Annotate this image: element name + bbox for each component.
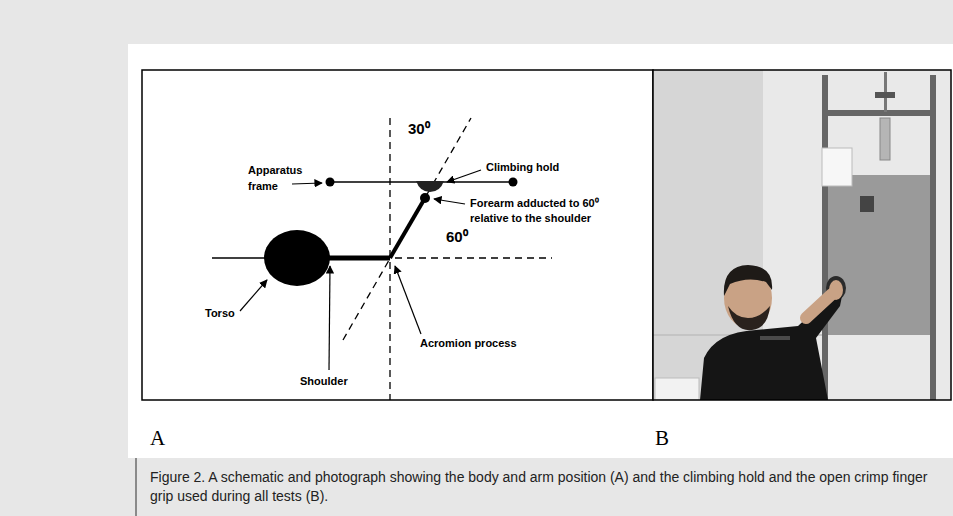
hair [724,265,772,296]
diagonal-reference [343,118,471,340]
panel-frame [142,70,653,400]
figure-ground [128,44,953,458]
part-label: Torso [205,306,235,320]
caption-rule [135,458,137,516]
forearm-segment [390,198,425,258]
frame-end [326,178,335,187]
horizontal-reference [395,257,552,258]
schematic [212,118,552,400]
hand [829,280,843,300]
leader-arrow [329,266,330,370]
angle-label: 30⁰ [408,120,430,138]
frame-post [930,75,936,400]
photograph [653,70,951,400]
part-label: Climbing hold [486,160,559,174]
hand-dot [420,193,430,203]
leader-arrow [434,199,465,204]
beard [728,306,770,330]
panel-letter: A [150,426,165,450]
forearm [806,294,832,318]
leader-arrow [240,280,267,311]
figure-caption: Figure 2. A schematic and photograph sho… [150,468,940,506]
part-label: Apparatus frame [248,162,320,194]
frame-crossbar [822,110,936,116]
leader-arrow [395,266,421,334]
paper-sheet [822,148,852,186]
floor-box [655,378,699,400]
frame-post [822,75,828,400]
frame-clamp [875,92,895,98]
torso-shape [264,230,330,286]
wall [653,70,951,400]
leader-arrow [292,183,322,184]
panel-frame [653,70,951,400]
angle-label: 60⁰ [446,228,468,246]
part-label: Acromion process [420,336,517,350]
part-label: Forearm adducted to 60⁰ relative to the … [470,196,630,226]
leader-arrow [447,170,481,182]
climbing-hold-shape [416,181,444,192]
board-clamp [860,196,874,212]
shirt-detail [760,336,790,340]
shoulder-segment [328,256,390,261]
load-cell [880,118,890,160]
frame-end [509,178,518,187]
hold-board [828,175,930,335]
panel-letter: B [655,426,669,450]
part-label: Shoulder [300,374,348,388]
